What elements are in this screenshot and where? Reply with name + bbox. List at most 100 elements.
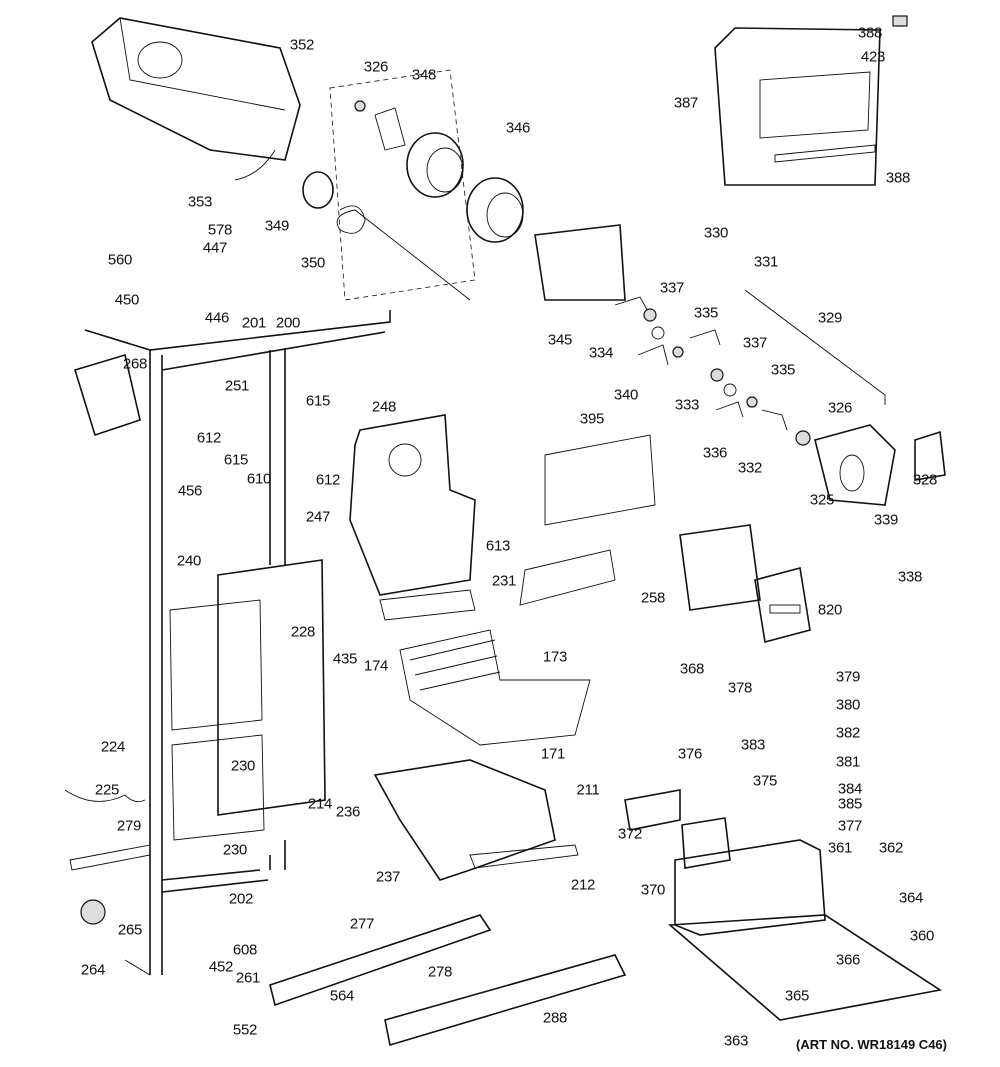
part-callout-231: 231 [491,572,517,590]
part-callout-361: 361 [827,839,853,857]
part-callout-261: 261 [235,969,261,987]
part-callout-340: 340 [613,386,639,404]
icemaker-820 [679,524,811,644]
part-349 [302,171,334,209]
part-callout-446: 446 [204,309,230,327]
part-264 [80,899,106,925]
part-callout-329: 329 [817,309,843,327]
art-number-caption: (ART NO. WR18149 C46) [796,1037,947,1052]
part-callout-608: 608 [232,941,258,959]
part-345-plate [534,224,626,301]
part-callout-612: 612 [315,471,341,489]
part-callout-380: 380 [835,696,861,714]
duct-247 [349,414,476,621]
part-callout-335: 335 [770,361,796,379]
part-callout-248: 248 [371,398,397,416]
part-callout-348: 348 [411,66,437,84]
part-callout-372: 372 [617,825,643,843]
part-callout-382: 382 [835,724,861,742]
part-callout-247: 247 [305,508,331,526]
part-callout-362: 362 [878,839,904,857]
cover-395 [544,434,656,526]
part-callout-236: 236 [335,803,361,821]
part-callout-349: 349 [264,217,290,235]
part-328 [914,430,946,481]
part-callout-452: 452 [208,958,234,976]
part-callout-447: 447 [202,239,228,257]
grille-288 [384,954,627,1047]
cabinet-frame [84,310,391,976]
part-callout-610: 610 [246,470,272,488]
bin-211 [373,759,579,881]
cover-258 [519,549,616,606]
part-callout-388: 388 [857,24,883,42]
part-370 [681,817,731,869]
part-callout-613: 613 [485,537,511,555]
part-callout-612: 612 [196,429,222,447]
part-callout-202: 202 [228,890,254,908]
auger-housings [406,132,524,243]
part-callout-173: 173 [542,648,568,666]
rod-329 [744,289,886,405]
part-callout-339: 339 [873,511,899,529]
part-callout-360: 360 [909,927,935,945]
part-372 [624,789,681,831]
part-callout-450: 450 [114,291,140,309]
part-callout-288: 288 [542,1009,568,1027]
motor-325 [795,424,896,506]
part-callout-330: 330 [703,224,729,242]
part-callout-171: 171 [540,745,566,763]
shelf-171 [399,629,591,746]
part-callout-345: 345 [547,331,573,349]
part-callout-230: 230 [222,841,248,859]
part-callout-350: 350 [300,254,326,272]
part-callout-214: 214 [307,795,333,813]
part-callout-337: 337 [659,279,685,297]
part-callout-435: 435 [332,650,358,668]
part-callout-364: 364 [898,889,924,907]
part-225 [64,789,146,803]
part-callout-395: 395 [579,410,605,428]
part-callout-335: 335 [693,304,719,322]
door-panel-part [714,27,881,186]
part-callout-251: 251 [224,377,250,395]
part-callout-277: 277 [349,915,375,933]
part-callout-564: 564 [329,987,355,1005]
part-callout-381: 381 [835,753,861,771]
part-callout-225: 225 [94,781,120,799]
part-callout-174: 174 [363,657,389,675]
part-423 [892,15,908,27]
part-callout-328: 328 [912,471,938,489]
part-callout-820: 820 [817,601,843,619]
part-callout-578: 578 [207,221,233,239]
part-callout-240: 240 [176,552,202,570]
part-callout-337: 337 [742,334,768,352]
part-350-auger [336,205,471,301]
part-callout-200: 200 [275,314,301,332]
part-callout-278: 278 [427,963,453,981]
part-callout-456: 456 [177,482,203,500]
part-callout-264: 264 [80,961,106,979]
part-callout-228: 228 [290,623,316,641]
part-callout-376: 376 [677,745,703,763]
part-callout-352: 352 [289,36,315,54]
gear-parts [614,296,788,431]
part-callout-388: 388 [885,169,911,187]
part-callout-334: 334 [588,344,614,362]
part-279 [69,844,151,871]
part-callout-326: 326 [827,399,853,417]
part-callout-552: 552 [232,1021,258,1039]
part-callout-326: 326 [363,58,389,76]
part-callout-377: 377 [837,817,863,835]
part-callout-387: 387 [673,94,699,112]
part-callout-615: 615 [223,451,249,469]
part-callout-385: 385 [837,795,863,813]
part-callout-378: 378 [727,679,753,697]
dashed-guide [329,69,476,301]
part-callout-363: 363 [723,1032,749,1050]
part-callout-201: 201 [241,314,267,332]
part-callout-365: 365 [784,987,810,1005]
part-callout-366: 366 [835,951,861,969]
